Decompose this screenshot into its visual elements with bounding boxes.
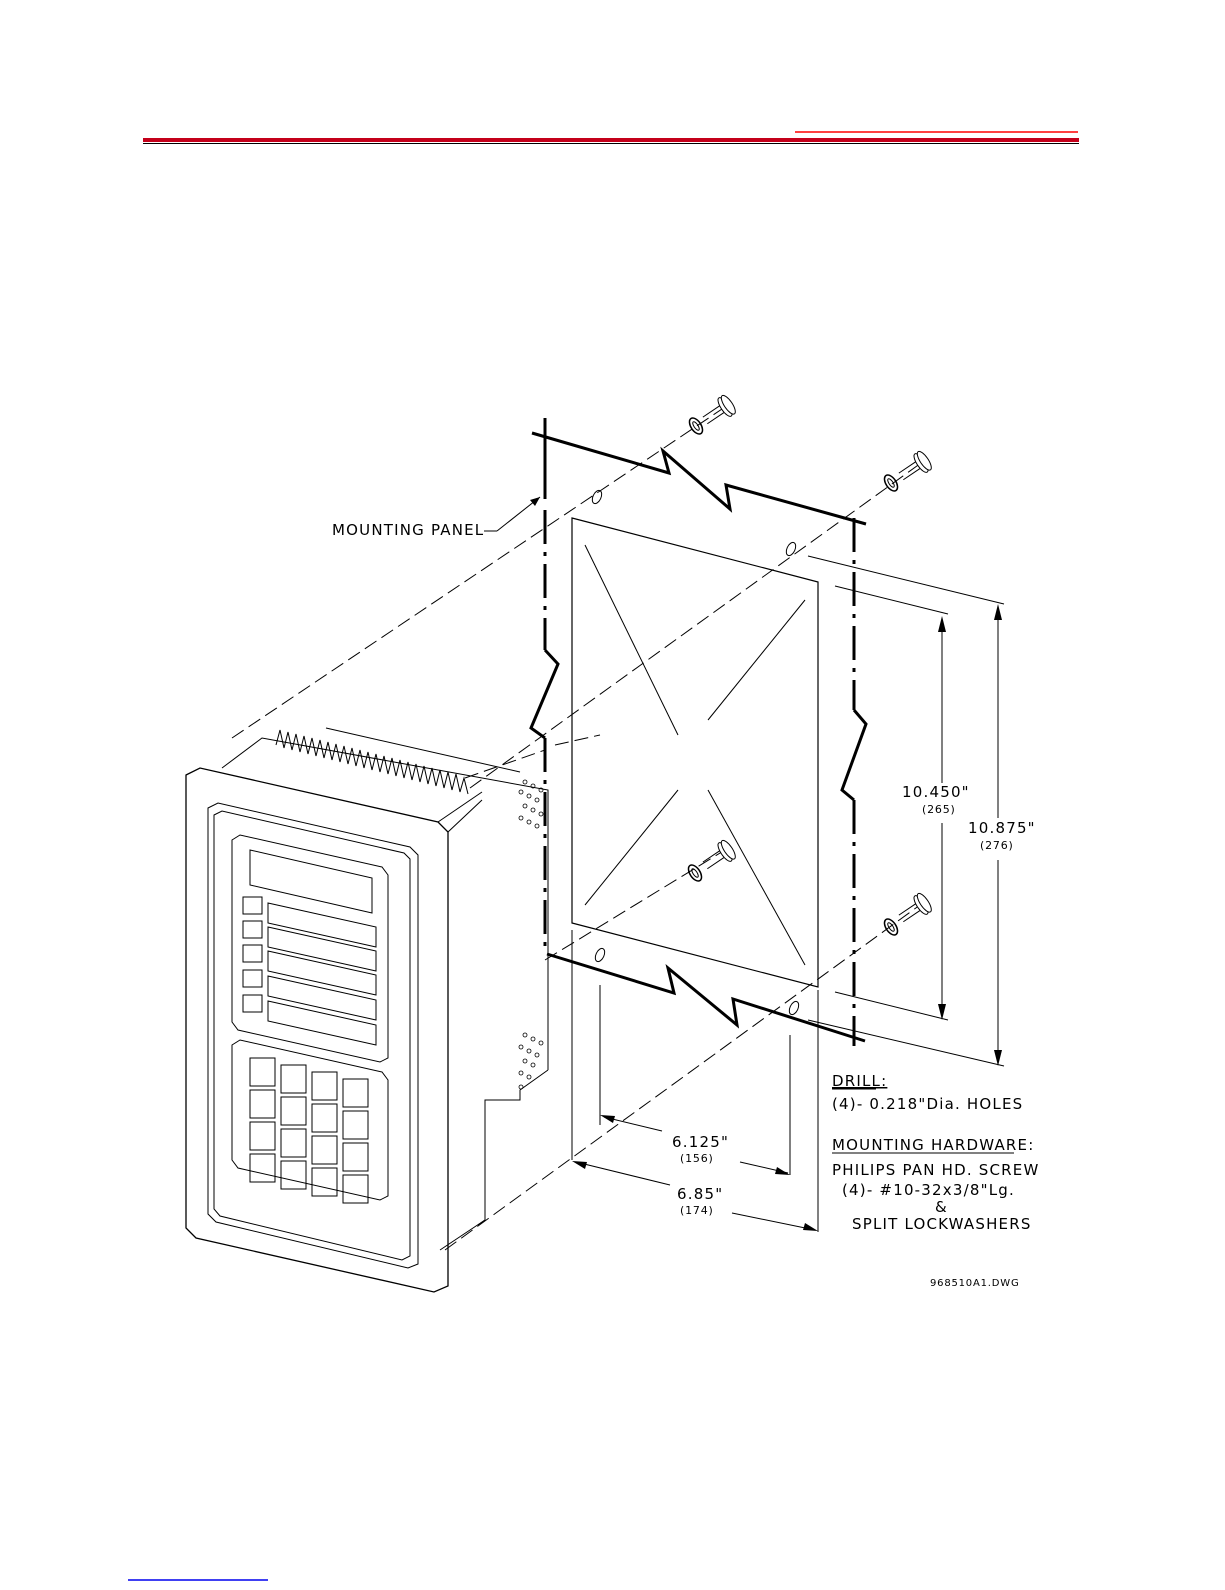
lockwasher [686,863,704,884]
status-indicators [243,897,376,1045]
hardware-line-1: PHILIPS PAN HD. SCREW [832,1161,1040,1179]
screw [699,838,738,874]
hardware-line-3: & [935,1198,948,1216]
drill-text: (4)- 0.218"Dia. HOLES [832,1095,1023,1113]
mounting-hole [593,947,606,963]
dim-inner-width-value: 6.125" [672,1133,729,1151]
lockwasher [687,416,705,437]
hardware-line-4: SPLIT LOCKWASHERS [852,1215,1032,1233]
panel-cutout [572,518,818,987]
heat-sink-fins [276,728,520,794]
hardware-line-2: (4)- #10-32x3/8"Lg. [842,1181,1015,1199]
dim-outer-height-value: 10.875" [968,819,1036,837]
hardware-heading: MOUNTING HARDWARE: [832,1136,1035,1154]
dim-outer-width-value: 6.85" [677,1185,723,1203]
lockwasher [882,917,900,938]
dim-inner-width-metric: (156) [680,1152,714,1165]
lockwasher [882,473,900,494]
mounting-hole [590,489,603,505]
header-rule [143,138,1079,142]
dim-inner-height-metric: (265) [922,803,956,816]
controller-unit [186,728,548,1292]
mounting-hole [784,541,797,557]
drawing-number: 968510A1.DWG [930,1278,1020,1289]
panel-bottom-break-line [547,954,865,1041]
dim-outer-height-metric: (276) [980,839,1014,852]
dim-inner-height-value: 10.450" [902,783,970,801]
dim-outer-width-metric: (174) [680,1204,714,1217]
vent-holes [519,780,543,1089]
keypad [250,1058,368,1203]
mounting-hole [787,1000,800,1016]
drill-heading: DRILL: [832,1072,887,1090]
dimension-lines [572,556,1004,1232]
cutout-cross [585,545,678,735]
mounting-panel-label: MOUNTING PANEL [332,521,484,539]
panel-top-break-line [532,433,866,524]
screw [895,891,934,927]
